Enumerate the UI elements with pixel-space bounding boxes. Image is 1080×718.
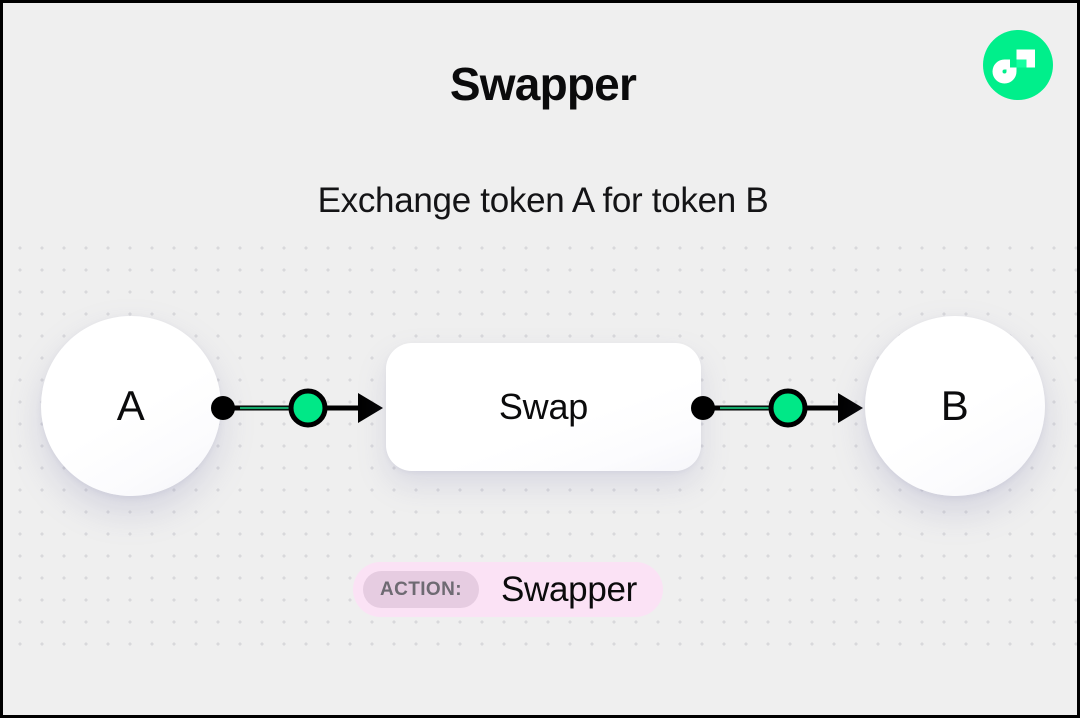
edge-swap-to-token-b bbox=[688, 383, 868, 433]
node-token-a-label: A bbox=[116, 382, 146, 429]
edge-midpoint-dot bbox=[768, 388, 808, 428]
node-token-b[interactable]: B bbox=[865, 316, 1045, 496]
node-swap-card[interactable]: Swap bbox=[386, 343, 701, 471]
edge-arrowhead bbox=[838, 393, 863, 423]
node-token-a[interactable]: A bbox=[41, 316, 221, 496]
edge-midpoint-dot bbox=[288, 388, 328, 428]
edge-arrowhead bbox=[358, 393, 383, 423]
action-badge-value: Swapper bbox=[500, 570, 638, 609]
node-token-b-label: B bbox=[940, 382, 970, 429]
node-swap-label: Swap bbox=[498, 386, 589, 427]
page-title: Swapper bbox=[449, 58, 637, 110]
page-subtitle: Exchange token A for token B bbox=[317, 181, 769, 220]
flow-logo-icon bbox=[983, 30, 1053, 100]
edge-source-dot bbox=[691, 396, 715, 420]
action-badge-key: ACTION: bbox=[363, 571, 479, 608]
edge-token-a-to-swap bbox=[208, 383, 388, 433]
edge-source-dot bbox=[211, 396, 235, 420]
action-badge: ACTION: Swapper bbox=[353, 562, 664, 617]
